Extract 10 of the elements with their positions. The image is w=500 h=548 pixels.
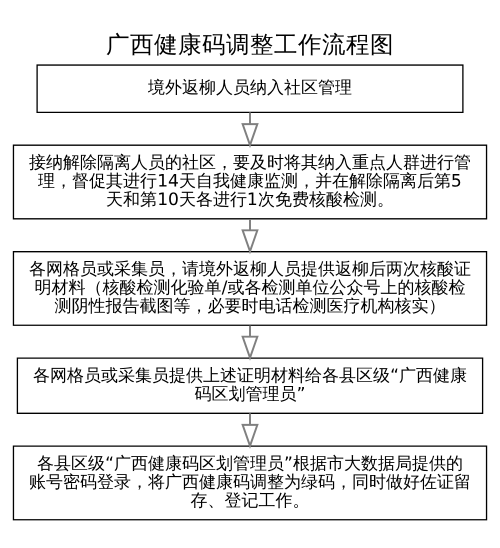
node-box: 接纳解除隔离人员的社区，要及时将其纳入重点人群进行管理，督促其进行14天自我健康监测，并在解除隔离后第5天和第10天各进行1次免费核酸检测。 [12, 144, 488, 220]
arrow [241, 413, 259, 449]
node-box: 各网格员或采集员，请境外返柳人员提供返柳后两次核酸证明材料（核酸检测化验单/或各检测单位公众号上的核酸检测阴性报告截图等，必要时电话检测医疗机构核实） [12, 251, 488, 326]
node-box: 境外返柳人员纳入社区管理 [36, 64, 464, 114]
node-box: 各县区级“广西健康码区划管理员”根据市大数据局提供的账号密码登录，将广西健康码调整为绿码，同时做好佐证留存、登记工作。 [12, 446, 488, 520]
arrow [241, 219, 259, 254]
arrow [241, 326, 259, 361]
diagram-title: 广西健康码调整工作流程图 [106, 30, 394, 58]
arrow [241, 112, 259, 148]
node-box: 各网格员或采集员提供上述证明材料给各县区级“广西健康码区划管理员” [16, 357, 484, 414]
